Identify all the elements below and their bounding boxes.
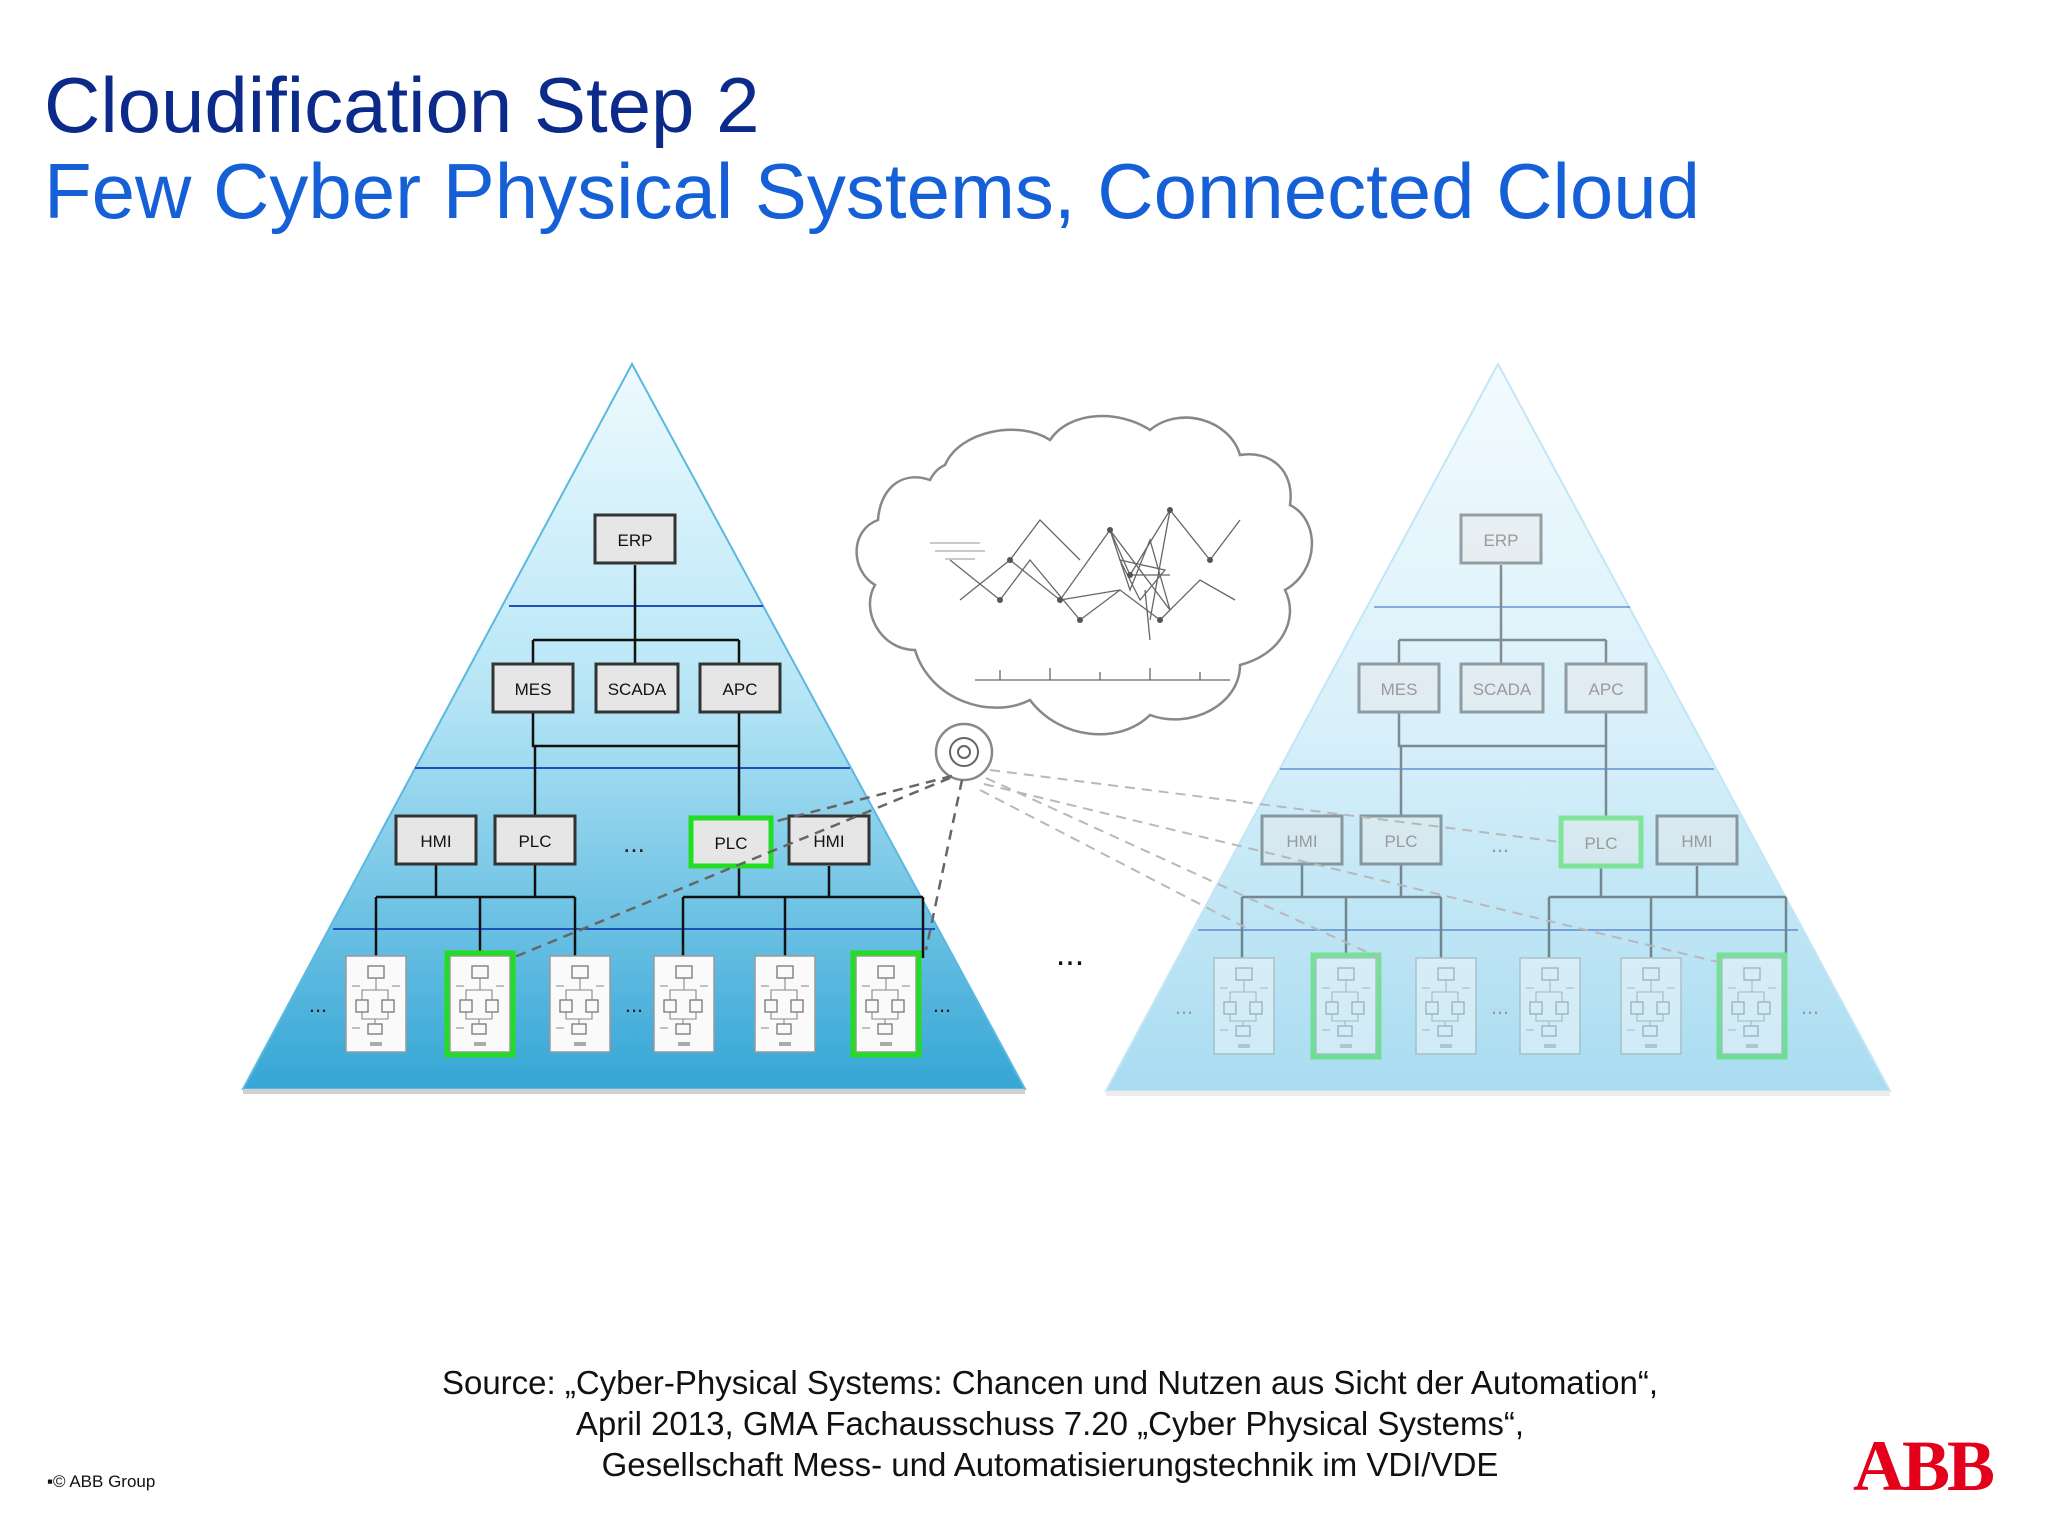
cloud bbox=[855, 414, 1314, 736]
svg-text:PLC: PLC bbox=[714, 834, 747, 853]
svg-text:HMI: HMI bbox=[813, 832, 844, 851]
hmi-label-faded: HMI bbox=[1286, 832, 1317, 851]
device-ellipsis: ... bbox=[625, 992, 643, 1017]
device-ellipsis: ... bbox=[933, 992, 951, 1017]
source-citation: Source: „Cyber-Physical Systems: Chancen… bbox=[300, 1362, 1800, 1485]
plc-box-left: PLC bbox=[493, 814, 577, 866]
hmi-box-left: HMI bbox=[394, 814, 478, 866]
erp-label-faded: ERP bbox=[1484, 531, 1519, 550]
device-ellipsis-faded: ... bbox=[1175, 994, 1193, 1019]
connection-lines-right bbox=[979, 769, 1719, 963]
svg-text:PLC: PLC bbox=[518, 832, 551, 851]
plc-label-faded: PLC bbox=[1384, 832, 1417, 851]
erp-box: ERP bbox=[593, 513, 677, 565]
plc-box-highlight: PLC bbox=[688, 815, 774, 869]
device-ellipsis-faded: ... bbox=[1801, 994, 1819, 1019]
svg-text:HMI: HMI bbox=[420, 832, 451, 851]
source-line-2: April 2013, GMA Fachausschuss 7.20 „Cybe… bbox=[575, 1405, 1525, 1442]
abb-logo: ABB bbox=[1853, 1426, 1995, 1506]
hmi-label-faded: HMI bbox=[1681, 832, 1712, 851]
scada-label-faded: SCADA bbox=[1473, 680, 1532, 699]
source-line-1: Source: „Cyber-Physical Systems: Chancen… bbox=[441, 1364, 1659, 1401]
left-pyramid: ERP MES SCADA APC HMI PLC ... PLC H bbox=[241, 361, 1027, 1094]
level-ellipsis: ... bbox=[623, 828, 645, 858]
right-pyramid: ERP MES SCADA APC HMI PLC PLC HMI ... ..… bbox=[1104, 361, 1892, 1096]
cloud-gateway-icon bbox=[934, 722, 994, 782]
device-ellipsis: ... bbox=[309, 992, 327, 1017]
hmi-box-right: HMI bbox=[787, 814, 871, 866]
svg-text:ERP: ERP bbox=[618, 531, 653, 550]
connection-lines-left bbox=[511, 774, 964, 960]
between-pyramids-ellipsis: ... bbox=[1056, 935, 1084, 973]
scada-box: SCADA bbox=[594, 662, 680, 714]
copyright-notice: ▪© ABB Group bbox=[47, 1472, 156, 1491]
svg-text:APC: APC bbox=[723, 680, 758, 699]
slide-title: Cloudification Step 2 bbox=[44, 61, 760, 149]
apc-box: APC bbox=[698, 662, 782, 714]
field-devices bbox=[345, 950, 922, 1058]
svg-text:MES: MES bbox=[515, 680, 552, 699]
slide-subtitle: Few Cyber Physical Systems, Connected Cl… bbox=[44, 147, 1701, 235]
svg-text:SCADA: SCADA bbox=[608, 680, 667, 699]
device-ellipsis-faded: ... bbox=[1491, 994, 1509, 1019]
plc-label-faded: PLC bbox=[1584, 834, 1617, 853]
apc-label-faded: APC bbox=[1589, 680, 1624, 699]
level-ellipsis-faded: ... bbox=[1491, 832, 1509, 857]
mes-box: MES bbox=[491, 662, 575, 714]
source-line-3: Gesellschaft Mess- und Automatisierungst… bbox=[601, 1446, 1499, 1483]
mes-label-faded: MES bbox=[1381, 680, 1418, 699]
